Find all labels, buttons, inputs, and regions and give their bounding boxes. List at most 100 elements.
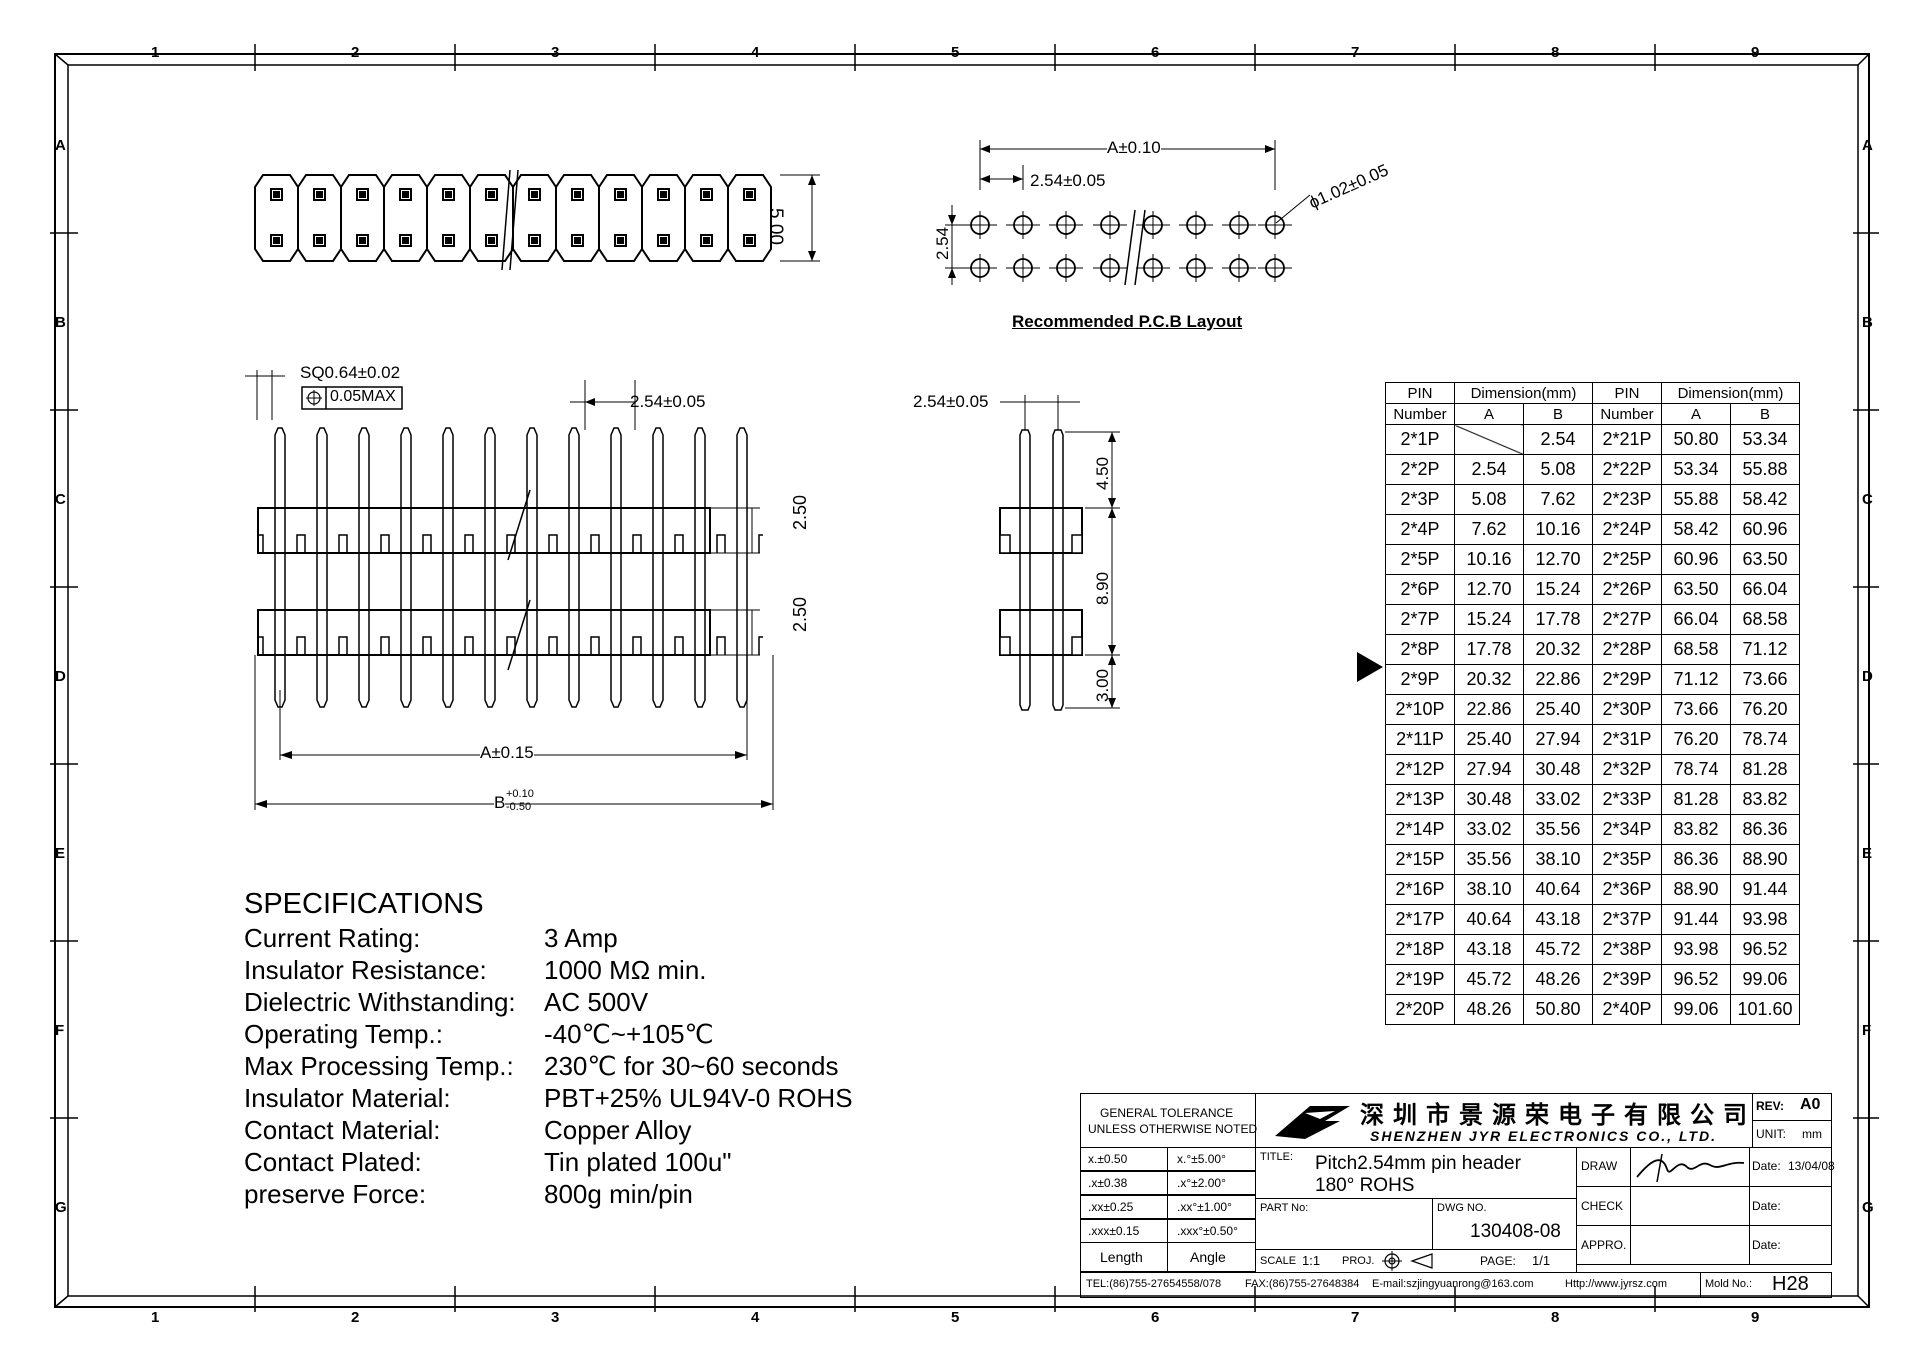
grid-col-bottom-4: 4 — [751, 1309, 760, 1326]
tolerance-value: x.°±5.00° — [1177, 1152, 1226, 1166]
grid-row-right-E: E — [1862, 845, 1873, 862]
table-cell: 63.50 — [1661, 574, 1731, 605]
pcb-dim-a: A±0.10 — [1107, 138, 1161, 158]
table-cell — [1454, 424, 1524, 455]
spec-row: Current Rating: 3 Amp — [244, 922, 853, 954]
table-cell: 2*1P — [1385, 424, 1455, 455]
table-cell: 2*34P — [1592, 814, 1662, 845]
spec-row: Contact Material:Copper Alloy — [244, 1114, 853, 1146]
table-cell: 71.12 — [1730, 634, 1800, 665]
date-label-3: Date: — [1752, 1238, 1781, 1252]
table-cell: 2*35P — [1592, 844, 1662, 875]
side-pitch: 2.54±0.05 — [913, 392, 989, 411]
grid-row-right-D: D — [1862, 668, 1873, 685]
table-cell: 2*7P — [1385, 604, 1455, 635]
scale-label: SCALE — [1260, 1255, 1297, 1267]
spec-row: Max Processing Temp.:230℃ for 30~60 seco… — [244, 1050, 853, 1082]
table-cell: 2*10P — [1385, 694, 1455, 725]
table-cell: 83.82 — [1661, 814, 1731, 845]
length-label: Length — [1100, 1249, 1143, 1265]
table-cell: 5.08 — [1454, 484, 1524, 515]
signature — [1636, 1153, 1745, 1183]
table-cell: 2*37P — [1592, 904, 1662, 935]
table-cell: 10.16 — [1454, 544, 1524, 575]
table-cell: 43.18 — [1454, 934, 1524, 965]
tel: TEL:(86)755-27654558/078 — [1086, 1278, 1222, 1290]
grid-row-left-D: D — [55, 668, 66, 685]
spec-key: Current Rating: — [244, 923, 421, 953]
table-cell: 40.64 — [1454, 904, 1524, 935]
table-cell: 2*20P — [1385, 994, 1455, 1025]
table-cell: 86.36 — [1730, 814, 1800, 845]
table-cell: 93.98 — [1730, 904, 1800, 935]
tolerance-value: .xx±0.25 — [1088, 1200, 1134, 1214]
table-cell: 2*8P — [1385, 634, 1455, 665]
page-value: 1/1 — [1532, 1253, 1551, 1268]
date-label-2: Date: — [1752, 1199, 1781, 1213]
grid-row-left-F: F — [55, 1022, 65, 1039]
table-cell: 53.34 — [1730, 424, 1800, 455]
table-cell: 2.54 — [1454, 454, 1524, 485]
table-cell: 53.34 — [1661, 454, 1731, 485]
web: Http://www.jyrsz.com — [1565, 1278, 1668, 1290]
spec-row: Contact Plated:Tin plated 100u" — [244, 1146, 853, 1178]
table-cell: 73.66 — [1661, 694, 1731, 725]
grid-col-top-6: 6 — [1151, 44, 1160, 61]
company-en: SHENZHEN JYR ELECTRONICS CO., LTD. — [1370, 1128, 1717, 1144]
table-cell: 2*27P — [1592, 604, 1662, 635]
table-cell: 2*3P — [1385, 484, 1455, 515]
table-cell: 55.88 — [1730, 454, 1800, 485]
front-housing-h2: 2.50 — [790, 596, 810, 632]
table-cell: 2*5P — [1385, 544, 1455, 575]
table-cell: 93.98 — [1661, 934, 1731, 965]
table-cell: 7.62 — [1454, 514, 1524, 545]
side-dim-bottom: 3.00 — [1093, 668, 1112, 702]
table-cell: 96.52 — [1730, 934, 1800, 965]
header-dimension-2: Dimension(mm) — [1661, 382, 1800, 404]
table-cell: 60.96 — [1730, 514, 1800, 545]
spec-key: Max Processing Temp.: — [244, 1051, 514, 1081]
title-label: TITLE: — [1260, 1151, 1294, 1163]
grid-col-top-2: 2 — [351, 44, 360, 61]
table-cell: 66.04 — [1730, 574, 1800, 605]
table-cell: 2*18P — [1385, 934, 1455, 965]
table-cell: 2*36P — [1592, 874, 1662, 905]
grid-col-top-8: 8 — [1551, 44, 1560, 61]
table-cell: 78.74 — [1661, 754, 1731, 785]
spec-key: preserve Force: — [244, 1179, 427, 1209]
table-cell: 15.24 — [1523, 574, 1593, 605]
company-logo — [1275, 1106, 1350, 1139]
table-cell: 96.52 — [1661, 964, 1731, 995]
check-label: CHECK — [1581, 1199, 1624, 1213]
title-block: GENERAL TOLERANCE UNLESS OTHERWISE NOTED… — [1080, 1093, 1850, 1303]
table-cell: 45.72 — [1523, 934, 1593, 965]
table-cell: 2*28P — [1592, 634, 1662, 665]
grid-row-right-B: B — [1862, 314, 1873, 331]
grid-row-right-A: A — [1862, 137, 1873, 154]
grid-row-left-A: A — [55, 137, 66, 154]
grid-col-top-1: 1 — [151, 44, 160, 61]
dimension-table: PIN Dimension(mm) PIN Dimension(mm) Numb… — [1385, 382, 1800, 1025]
spec-key: Insulator Resistance: — [244, 955, 487, 985]
table-cell: 22.86 — [1454, 694, 1524, 725]
spec-value: -40℃~+105℃ — [544, 1019, 714, 1049]
spec-key: Dielectric Withstanding: — [244, 987, 516, 1017]
grid-row-right-C: C — [1862, 491, 1873, 508]
table-cell: 33.02 — [1454, 814, 1524, 845]
scale-value: 1:1 — [1302, 1253, 1321, 1268]
table-cell: 99.06 — [1661, 994, 1731, 1025]
spec-key: Contact Plated: — [244, 1147, 422, 1177]
grid-col-top-7: 7 — [1351, 44, 1360, 61]
spec-value: 3 Amp — [544, 923, 618, 953]
table-cell: 38.10 — [1523, 844, 1593, 875]
table-cell: 2*32P — [1592, 754, 1662, 785]
table-cell: 63.50 — [1730, 544, 1800, 575]
table-cell: 2*17P — [1385, 904, 1455, 935]
